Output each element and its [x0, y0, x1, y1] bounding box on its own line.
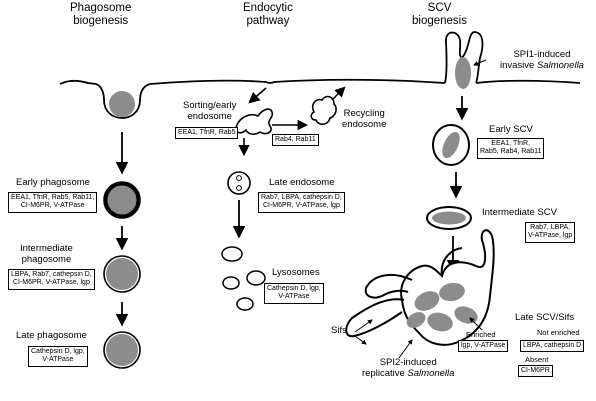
intermediate-scv-markers: Rab7, LBPA, V-ATPase, lgp: [525, 222, 576, 243]
title-line: Recycling: [343, 108, 385, 119]
title-line: Sorting/early: [183, 100, 237, 111]
header-phagosome-line1: Phagosome: [70, 2, 132, 14]
intermediate-phagosome-markers: LBPA, Rab7, cathepsin D, CI-M6PR, V-ATPa…: [8, 269, 95, 290]
late-endosome-title: Late endosome: [269, 177, 335, 188]
title-line: phagosome: [21, 253, 72, 265]
invasive-salmonella-label: SPI1-induced invasive Salmonella: [500, 49, 584, 72]
marker-line: EEA1, TfnR, Rab5, Rab11,: [11, 194, 95, 201]
recycling-endosome-markers: Rab4, Rab11: [272, 134, 319, 147]
header-scv: SCV biogenesis: [412, 2, 467, 28]
marker-line: V-ATPase, lgp: [528, 232, 573, 240]
plasma-membrane: [59, 78, 581, 85]
lysosomes-markers: Cathepsin D, lgp, V-ATPase: [264, 283, 324, 304]
not-enriched-markers: LBPA, cathepsin D: [520, 340, 585, 353]
marker-line: Rab4, Rab11: [275, 136, 316, 143]
late-phagosome-title: Late phagosome: [16, 330, 87, 341]
marker-line: CI-M6PR, V-ATPase: [20, 202, 85, 210]
marker-line: Rab7, LBPA, cathepsin D,: [261, 194, 342, 201]
bacterium-entering: [109, 91, 135, 117]
header-scv-line2: biogenesis: [412, 15, 467, 28]
recycling-endosome: [310, 95, 337, 126]
lysosomes-title: Lysosomes: [272, 267, 320, 278]
enriched-markers: lgp, V-ATPase: [458, 340, 509, 353]
marker-line: LBPA, Rab7, cathepsin D,: [11, 271, 92, 278]
header-phagosome-line2: biogenesis: [73, 15, 129, 28]
sorting-endosome-title: Sorting/early endosome: [183, 100, 237, 123]
lysosome-1: [221, 246, 243, 262]
late-phagosome: [106, 334, 138, 366]
marker-line: Cathepsin D, lgp,: [267, 285, 321, 292]
marker-line: Rab7, LBPA,: [530, 224, 571, 231]
label-line: SPI1-induced: [513, 49, 571, 60]
organism-name: Salmonella: [407, 367, 455, 379]
title-line: endosome: [342, 118, 387, 130]
header-scv-line1: SCV: [427, 2, 452, 14]
header-endocytic: Endocytic pathway: [243, 2, 293, 28]
early-phagosome: [104, 182, 140, 218]
header-phagosome: Phagosome biogenesis: [70, 2, 131, 28]
replicative-salmonella-label: SPI2-induced replicative Salmonella: [362, 357, 455, 380]
marker-line: Rab5, Rab4, Rab11: [480, 148, 542, 156]
label-line: SPI2-induced: [379, 357, 437, 368]
late-endosome: [227, 171, 251, 195]
intermediate-scv-title: Intermediate SCV: [482, 207, 557, 218]
title-line: endosome: [187, 110, 232, 122]
label-line: replicative Salmonella: [362, 367, 455, 380]
invading-bacterium: [455, 57, 471, 89]
phagocytic-cup: [95, 83, 151, 119]
title-line: Intermediate: [20, 243, 73, 254]
marker-line: EEA1, TfnR, Rab5: [178, 129, 236, 136]
adjective: invasive: [500, 59, 535, 71]
sif-tubule-1: [345, 298, 405, 338]
marker-line: EEA1, TfnR,: [491, 140, 531, 147]
early-phagosome-markers: EEA1, TfnR, Rab5, Rab11, CI-M6PR, V-ATPa…: [8, 192, 98, 213]
adjective: replicative: [362, 367, 405, 379]
sorting-endosome: [235, 108, 274, 135]
not-enriched-label: Not enriched: [537, 328, 580, 337]
early-scv-title: Early SCV: [489, 124, 533, 135]
sif-tubule-2: [364, 273, 413, 299]
marker-line: CI-M6PR, V-ATPase, lgp: [12, 279, 90, 287]
sif-tubule-3: [440, 247, 463, 277]
organism-name: Salmonella: [536, 59, 584, 71]
label-line: invasive Salmonella: [500, 59, 584, 72]
early-phagosome-title: Early phagosome: [16, 177, 90, 188]
late-endosome-markers: Rab7, LBPA, cathepsin D, CI-M6PR, V-ATPa…: [258, 192, 345, 213]
marker-line: Cathepsin D, lgp,: [31, 348, 85, 355]
marker-line: V-ATPase: [278, 293, 310, 301]
enriched-label: Enriched: [466, 330, 496, 339]
early-scv-markers: EEA1, TfnR, Rab5, Rab4, Rab11: [477, 138, 545, 159]
lysosome-2: [246, 270, 266, 286]
late-scv-title: Late SCV/Sifs: [515, 312, 575, 323]
absent-markers: CI-M6PR: [518, 365, 553, 378]
marker-line: V-ATPase: [42, 356, 74, 364]
marker-line: CI-M6PR, V-ATPase, lgp: [262, 202, 340, 210]
absent-label: Absent: [525, 355, 549, 364]
sorting-endosome-markers: EEA1, TfnR, Rab5: [175, 127, 239, 140]
late-phagosome-markers: Cathepsin D, lgp, V-ATPase: [28, 346, 88, 367]
header-endocytic-line1: Endocytic: [243, 2, 293, 14]
intermediate-phagosome-title: Intermediate phagosome: [20, 243, 73, 266]
recycling-endosome-title: Recycling endosome: [342, 108, 387, 131]
sifs-label: Sifs: [331, 325, 347, 336]
lysosome-4: [236, 297, 254, 311]
lysosome-3: [222, 276, 240, 290]
intermediate-phagosome: [106, 258, 138, 290]
header-endocytic-line2: pathway: [246, 15, 290, 28]
